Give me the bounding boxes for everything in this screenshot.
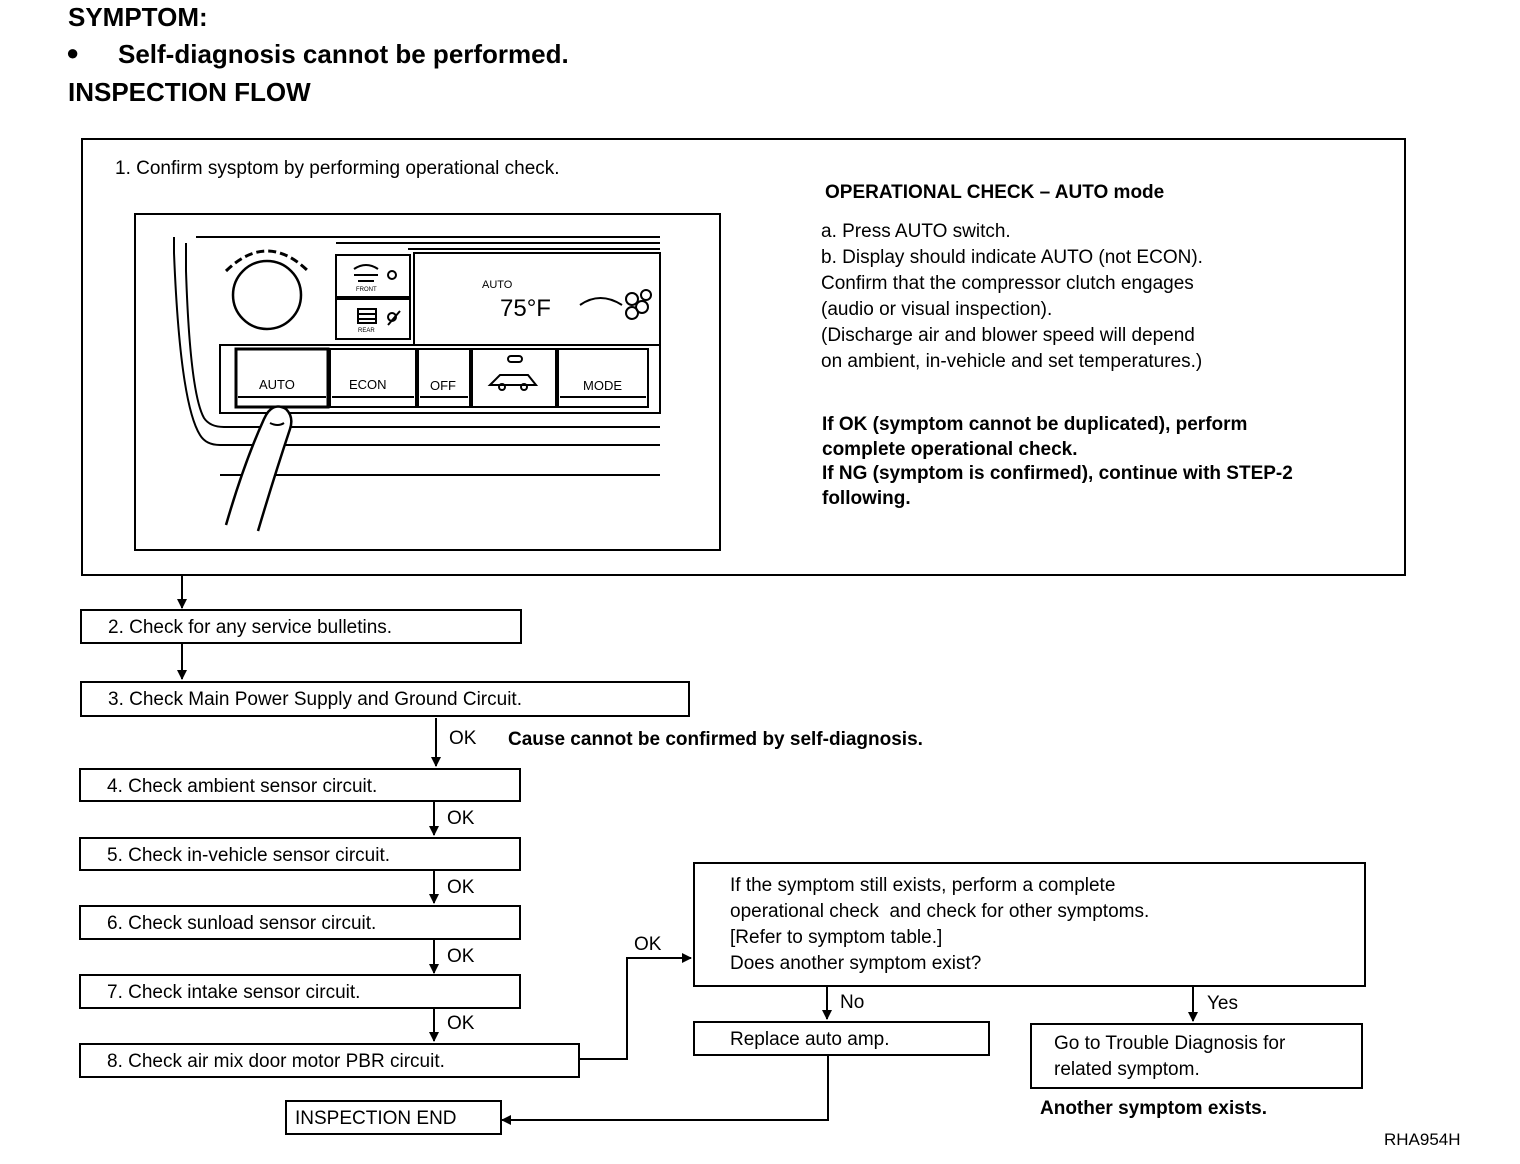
- goto-trouble-diagnosis-box: Go to Trouble Diagnosis for related symp…: [1030, 1023, 1363, 1089]
- decision-line: If the symptom still exists, perform a c…: [730, 875, 1116, 896]
- goto-line: related symptom.: [1054, 1059, 1200, 1080]
- decision-box: If the symptom still exists, perform a c…: [693, 862, 1366, 987]
- arrow-to-end: [501, 1056, 829, 1125]
- result-line: following.: [822, 487, 911, 509]
- step-8-box: 8. Check air mix door motor PBR circuit.: [79, 1043, 580, 1078]
- ok-label: OK: [449, 728, 477, 749]
- replace-auto-amp-box: Replace auto amp.: [693, 1021, 990, 1056]
- check-line: (Discharge air and blower speed will dep…: [821, 325, 1195, 346]
- panel-button-econ: ECON: [349, 377, 387, 392]
- check-line: b. Display should indicate AUTO (not ECO…: [821, 247, 1203, 268]
- panel-button-off: OFF: [430, 378, 456, 393]
- operational-check-lines: a. Press AUTO switch. b. Display should …: [821, 219, 1203, 375]
- rear-label: REAR: [358, 328, 375, 334]
- result-instructions: If OK (symptom cannot be duplicated), pe…: [822, 413, 1293, 511]
- figure-code: RHA954H: [1384, 1130, 1461, 1149]
- result-line: If OK (symptom cannot be duplicated), pe…: [822, 414, 1248, 435]
- check-line: a. Press AUTO switch.: [821, 221, 1011, 242]
- inspection-flow-title: INSPECTION FLOW: [68, 77, 311, 107]
- ok-label: OK: [447, 877, 475, 898]
- step-4-box: 4. Check ambient sensor circuit.: [79, 768, 521, 802]
- decision-line: operational check and check for other sy…: [730, 901, 1150, 922]
- display-mode-text: AUTO: [482, 279, 513, 291]
- control-panel-illustration: AUTO 75°F FRONT REAR AUTO ECON OFF MODE: [134, 213, 721, 551]
- ok-label: OK: [447, 808, 475, 829]
- decision-line: Does another symptom exist?: [730, 953, 982, 974]
- step-2-box: 2. Check for any service bulletins.: [80, 609, 522, 644]
- step-1-title: 1. Confirm sysptom by performing operati…: [115, 158, 560, 179]
- ok-label: OK: [447, 946, 475, 967]
- check-line: on ambient, in-vehicle and set temperatu…: [821, 351, 1203, 372]
- result-line: complete operational check.: [822, 438, 1078, 460]
- display-temp-text: 75°F: [500, 295, 551, 322]
- decision-line: [Refer to symptom table.]: [730, 927, 943, 948]
- check-line: (audio or visual inspection).: [821, 299, 1053, 320]
- result-line: If NG (symptom is confirmed), continue w…: [822, 463, 1293, 484]
- operational-check-title: OPERATIONAL CHECK – AUTO mode: [825, 182, 1165, 203]
- step-3-box: 3. Check Main Power Supply and Ground Ci…: [80, 681, 690, 717]
- no-label: No: [840, 992, 865, 1013]
- panel-button-auto: AUTO: [259, 377, 295, 392]
- goto-line: Go to Trouble Diagnosis for: [1054, 1033, 1286, 1054]
- step-5-box: 5. Check in-vehicle sensor circuit.: [79, 837, 521, 871]
- ok-label: OK: [634, 934, 662, 955]
- bullet-icon: ●: [66, 40, 80, 65]
- another-symptom-note: Another symptom exists.: [1040, 1098, 1267, 1119]
- symptom-text: Self-diagnosis cannot be performed.: [118, 39, 569, 69]
- inspection-end-box: INSPECTION END: [285, 1100, 502, 1135]
- symptom-title: SYMPTOM:: [68, 2, 208, 32]
- yes-label: Yes: [1207, 993, 1238, 1014]
- arrow-8-to-decision: [580, 953, 692, 1060]
- front-label: FRONT: [356, 287, 377, 293]
- panel-button-mode: MODE: [583, 378, 622, 393]
- step-7-box: 7. Check intake sensor circuit.: [79, 974, 521, 1009]
- step-6-box: 6. Check sunload sensor circuit.: [79, 905, 521, 940]
- check-line: Confirm that the compressor clutch engag…: [821, 273, 1194, 294]
- cause-note: Cause cannot be confirmed by self-diagno…: [508, 729, 923, 750]
- ok-label: OK: [447, 1013, 475, 1034]
